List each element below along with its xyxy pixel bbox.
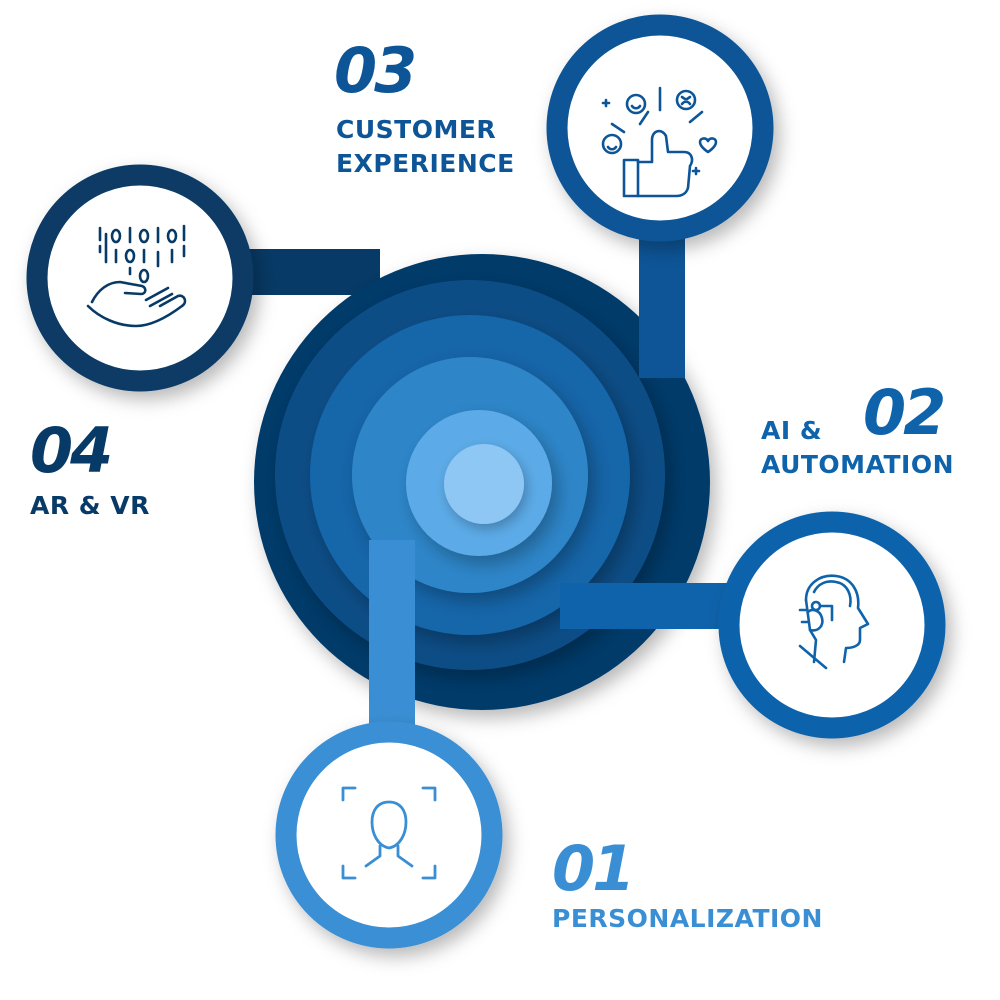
ai-robot-head-icon: [798, 574, 870, 670]
node-01: [275, 721, 503, 949]
item-04-label: AR & VR: [30, 491, 150, 520]
item-03-number: 03: [334, 34, 417, 107]
center-dot: [444, 444, 524, 524]
face-scan-icon: [341, 786, 437, 880]
hand-binary-data-icon: [86, 224, 187, 328]
item-03-label-line-1: CUSTOMER: [336, 115, 497, 144]
item-02-number: 02: [863, 376, 946, 449]
thumbs-up-emoji-feedback-icon: [601, 86, 718, 198]
node-04: [26, 164, 254, 392]
item-01-number: 01: [552, 832, 635, 905]
item-02-label-line-1: AI &: [761, 416, 823, 445]
node-02: [718, 511, 946, 739]
item-02-label-line-2: AUTOMATION: [761, 450, 955, 479]
node-03: [546, 14, 774, 242]
item-04-number: 04: [30, 414, 113, 487]
item-01-label: PERSONALIZATION: [552, 904, 823, 933]
item-03-label-line-2: EXPERIENCE: [336, 149, 515, 178]
